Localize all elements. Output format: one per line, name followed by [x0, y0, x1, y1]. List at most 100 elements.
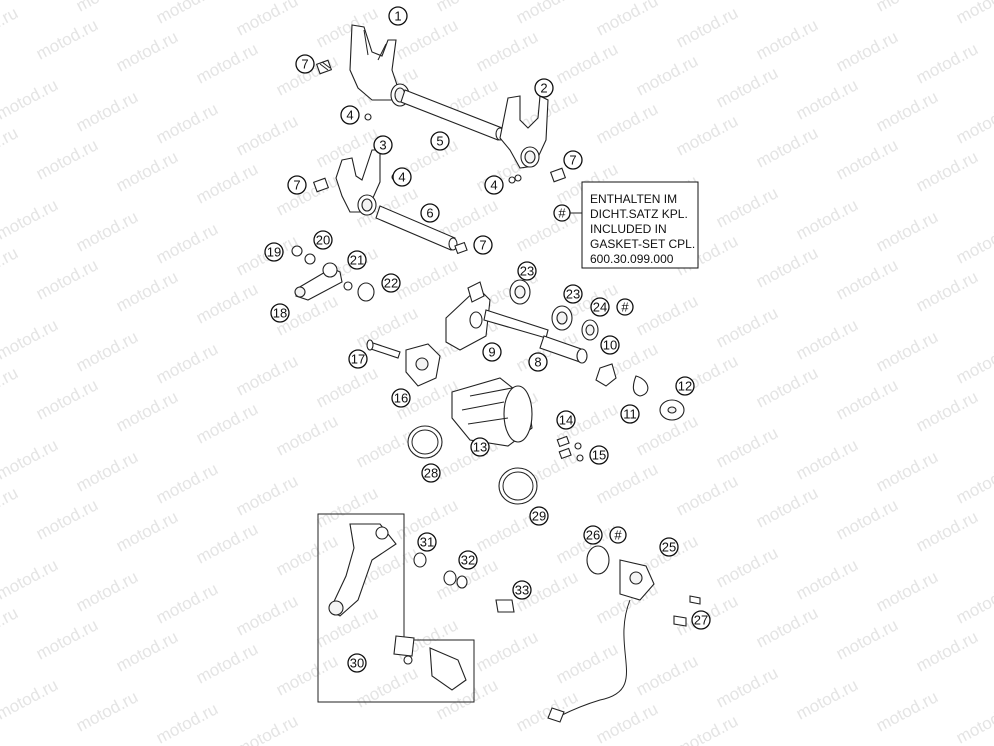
shift-rail-6 [375, 205, 458, 251]
svg-text:4: 4 [398, 170, 405, 185]
callout: 9 [482, 342, 502, 362]
watermark-text: motod.ru [313, 3, 381, 51]
svg-text:15: 15 [592, 448, 606, 463]
svg-text:#: # [614, 528, 622, 543]
watermark-text: motod.ru [913, 267, 981, 315]
shift-cam-16 [405, 343, 441, 387]
watermark-text: motod.ru [0, 0, 61, 4]
callout: 13 [470, 437, 490, 457]
watermark-text: motod.ru [713, 663, 781, 711]
svg-text:3: 3 [379, 138, 386, 153]
watermark-text: motod.ru [73, 0, 141, 16]
callout: 1 [388, 6, 408, 26]
watermark-text: motod.ru [793, 75, 861, 123]
watermark-text: motod.ru [0, 363, 21, 411]
watermark-text: motod.ru [233, 711, 301, 746]
watermark-text: motod.ru [593, 0, 661, 40]
callout: 26 [583, 525, 603, 545]
watermark-text: motod.ru [913, 39, 981, 87]
svg-text:#: # [621, 300, 629, 315]
watermark-text: motod.ru [873, 87, 941, 135]
watermark-text: motod.ru [0, 3, 21, 51]
callout: 16 [391, 388, 411, 408]
watermark-text: motod.ru [873, 567, 941, 615]
watermark-text: motod.ru [593, 459, 661, 507]
svg-text:#: # [558, 206, 566, 221]
watermark-text: motod.ru [193, 639, 261, 687]
watermark-text: motod.ru [793, 555, 861, 603]
watermark-text: motod.ru [833, 27, 901, 75]
watermark-text: motod.ru [953, 339, 994, 387]
callout: 22 [381, 273, 401, 293]
watermark-text: motod.ru [193, 159, 261, 207]
svg-text:1: 1 [394, 9, 401, 24]
watermark-text: motod.ru [873, 207, 941, 255]
shift-fork-3 [335, 149, 381, 216]
watermark-text: motod.ru [913, 507, 981, 555]
watermark-text: motod.ru [433, 0, 501, 16]
callout: 20 [313, 230, 333, 250]
watermark-text: motod.ru [713, 63, 781, 111]
watermark-text: motod.ru [513, 207, 581, 255]
watermark-text: motod.ru [113, 507, 181, 555]
note-line-5: 600.30.099.000 [590, 252, 674, 266]
watermark-text: motod.ru [673, 3, 741, 51]
watermark-text: motod.ru [273, 651, 341, 699]
watermark-text: motod.ru [873, 687, 941, 735]
note-line-1: ENTHALTEN IM [590, 192, 677, 206]
svg-text:24: 24 [593, 300, 607, 315]
callout: 19 [264, 242, 284, 262]
watermark-text: motod.ru [953, 699, 994, 746]
watermark-text: motod.ru [753, 123, 821, 171]
svg-text:20: 20 [316, 233, 330, 248]
callout: 11 [620, 404, 640, 424]
callout: 7 [295, 54, 315, 74]
callout: 4 [392, 167, 412, 187]
svg-text:32: 32 [461, 553, 475, 568]
watermark-text: motod.ru [633, 651, 701, 699]
watermark-text: motod.ru [0, 675, 61, 723]
svg-text:28: 28 [424, 466, 438, 481]
pin-17 [366, 339, 401, 359]
callout: 23 [517, 261, 537, 281]
watermark-text: motod.ru [0, 603, 21, 651]
callout: 15 [589, 445, 609, 465]
svg-text:6: 6 [426, 206, 433, 221]
watermark-text: motod.ru [273, 531, 341, 579]
watermark-text: motod.ru [33, 495, 101, 543]
callout: 25 [659, 537, 679, 557]
callout: 28 [421, 463, 441, 483]
watermark-text: motod.ru [33, 255, 101, 303]
watermark-text: motod.ru [833, 375, 901, 423]
gaskets-28-29 [407, 425, 538, 505]
watermark-text: motod.ru [833, 255, 901, 303]
svg-text:25: 25 [662, 540, 676, 555]
watermark-text: motod.ru [153, 579, 221, 627]
svg-text:31: 31 [420, 535, 434, 550]
watermark-text: motod.ru [673, 471, 741, 519]
watermark-text: motod.ru [913, 147, 981, 195]
watermark-text: motod.ru [833, 135, 901, 183]
svg-text:23: 23 [520, 264, 534, 279]
watermark-text: motod.ru [593, 99, 661, 147]
watermark-text: motod.ru [553, 39, 621, 87]
svg-text:4: 4 [346, 108, 353, 123]
watermark-text: motod.ru [833, 495, 901, 543]
callout: 30 [347, 653, 367, 673]
callout: 10 [600, 335, 620, 355]
callout: # [609, 526, 627, 544]
watermark-text: motod.ru [233, 351, 301, 399]
callout: 12 [675, 376, 695, 396]
watermark-text: motod.ru [673, 711, 741, 746]
callout: 23 [563, 284, 583, 304]
svg-text:7: 7 [569, 153, 576, 168]
watermark-text: motod.ru [793, 315, 861, 363]
watermark-text: motod.ru [73, 447, 141, 495]
part-callouts: 1 7 2 4 5 3 4 7 7 4 4 6 7 19 20 21 22 18… [264, 6, 711, 673]
watermark-text: motod.ru [233, 471, 301, 519]
watermark-text: motod.ru [313, 603, 381, 651]
watermark-text: motod.ru [0, 123, 21, 171]
watermark-text: motod.ru [713, 303, 781, 351]
callout: 4 [340, 105, 360, 125]
callout: 32 [458, 550, 478, 570]
